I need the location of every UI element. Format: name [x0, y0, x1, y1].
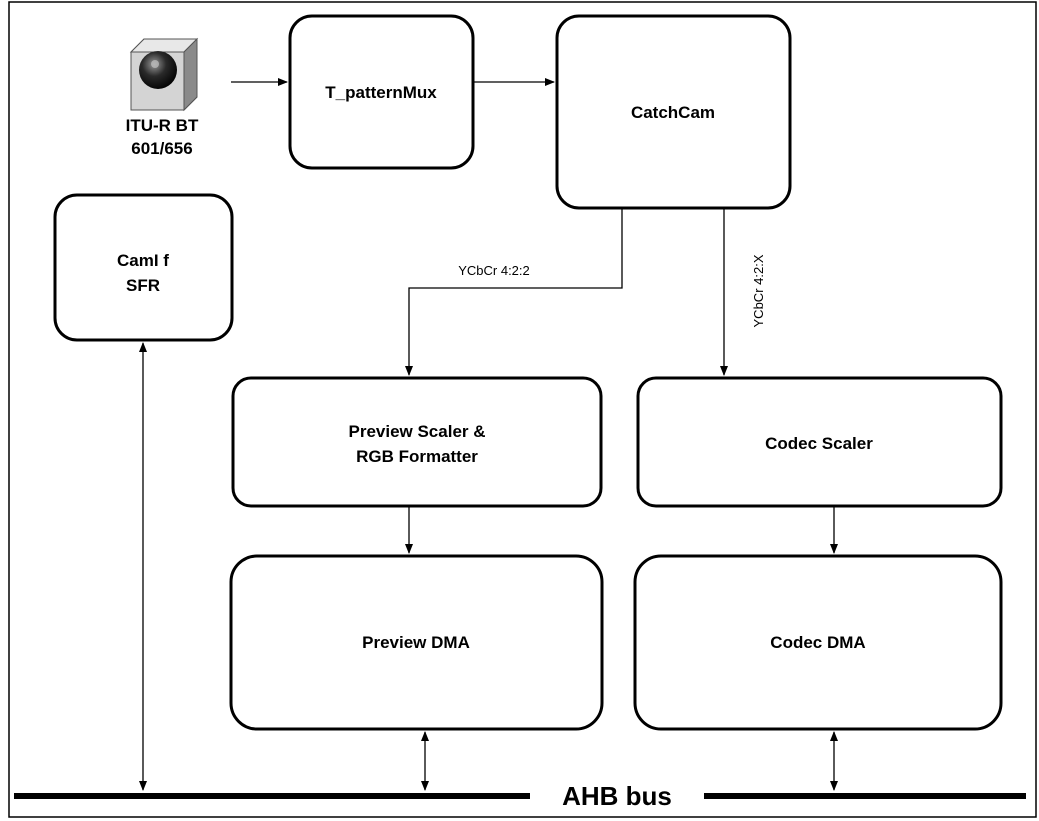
t-patternmux-block [288, 14, 475, 170]
codec-dma-block [633, 554, 1003, 731]
ahb-bus-label: AHB bus [562, 781, 672, 811]
preview-scaler-block [231, 376, 603, 508]
catchcam-to-preview-scaler-arrow [405, 208, 623, 376]
camera-icon [129, 37, 199, 112]
preview-scaler-label-line2: RGB Formatter [356, 447, 478, 466]
preview-path-signal-label: YCbCr 4:2:2 [458, 263, 530, 278]
catchcam-label: CatchCam [631, 103, 715, 122]
codec-scaler-label: Codec Scaler [765, 434, 873, 453]
t-patternmux-label: T_patternMux [325, 83, 437, 102]
catchcam-block [555, 14, 792, 210]
preview-dma-label: Preview DMA [362, 633, 470, 652]
preview-dma-block [229, 554, 604, 731]
codec-dma-label: Codec DMA [770, 633, 865, 652]
source-label-line1: ITU-R BT [126, 116, 199, 135]
cam-if-label-line1: CamI f [117, 251, 169, 270]
preview-scaler-label-line1: Preview Scaler & [348, 422, 485, 441]
diagram-frame [8, 1, 1037, 818]
source-label-line2: 601/656 [131, 139, 192, 158]
codec-scaler-block [636, 376, 1003, 508]
cam-if-label-line2: SFR [126, 276, 160, 295]
cam-if-sfr-block [53, 193, 234, 342]
codec-path-signal-label: YCbCr 4:2:X [751, 254, 766, 327]
